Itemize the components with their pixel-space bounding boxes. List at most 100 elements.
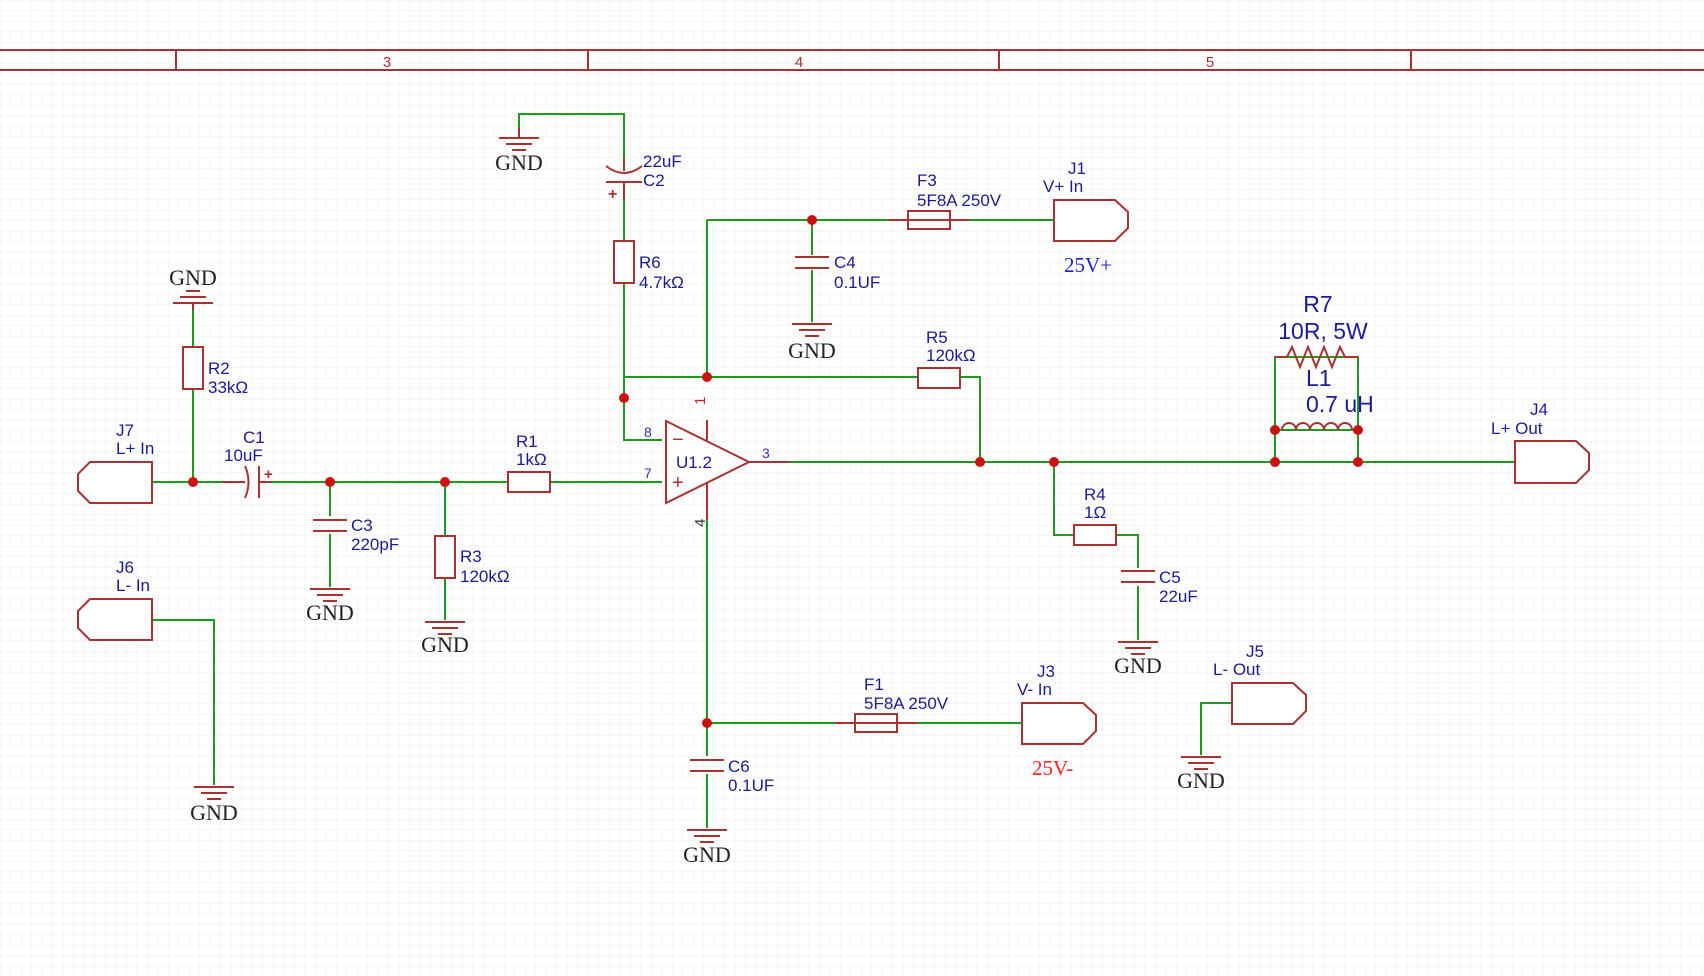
junction-dot <box>1270 425 1280 435</box>
junction-dot <box>1270 457 1280 467</box>
ground-label: GND <box>1177 768 1225 793</box>
u1-pin-noninv: 7 <box>644 465 652 481</box>
c3-value: 220pF <box>351 535 399 554</box>
connector-j4[interactable]: J4 L+ Out <box>1491 400 1590 484</box>
capacitor-c6[interactable]: C6 0.1UF <box>690 757 774 795</box>
capacitor-c1[interactable]: + C1 10uF <box>222 428 273 499</box>
ground-label: GND <box>190 800 238 825</box>
l1-ref: L1 <box>1306 365 1332 391</box>
resistor-r6[interactable]: R6 4.7kΩ <box>613 240 684 292</box>
connector-j7[interactable]: J7 L+ In <box>77 421 154 504</box>
connector-j5[interactable]: J5 L- Out <box>1213 642 1307 725</box>
junction-dot <box>440 477 450 487</box>
j1-value: V+ In <box>1043 177 1083 196</box>
r7-ref: R7 <box>1303 291 1332 317</box>
c5-ref: C5 <box>1159 568 1181 587</box>
ground-label: GND <box>683 842 731 867</box>
f1-ref: F1 <box>864 675 884 694</box>
r2-value: 33kΩ <box>208 378 248 397</box>
ground-label: GND <box>169 265 217 290</box>
resistor-r2[interactable]: R2 33kΩ <box>182 346 248 397</box>
j1-rail: 25V+ <box>1064 253 1112 277</box>
frame-column-3: 3 <box>383 54 391 71</box>
ground-icon: GND <box>788 323 836 363</box>
connector-j3[interactable]: J3 V- In 25V- <box>1017 662 1097 780</box>
fuse-f3[interactable]: F3 5F8A 250V <box>888 171 1002 230</box>
opamp-inv-symbol: − <box>672 429 684 451</box>
capacitor-c5[interactable]: C5 22uF <box>1121 568 1198 606</box>
r7-value: 10R, 5W <box>1278 318 1368 344</box>
capacitor-c3[interactable]: C3 220pF <box>313 516 399 554</box>
c1-ref: C1 <box>243 428 265 447</box>
u1-ref: U1.2 <box>676 453 712 472</box>
junction-dot <box>619 393 629 403</box>
ground-label: GND <box>1114 653 1162 678</box>
junctions <box>188 215 1363 728</box>
r3-value: 120kΩ <box>460 567 510 586</box>
r1-ref: R1 <box>516 432 538 451</box>
c6-value: 0.1UF <box>728 776 774 795</box>
j6-ref: J6 <box>116 558 134 577</box>
r1-value: 1kΩ <box>516 450 547 469</box>
r6-ref: R6 <box>639 253 661 272</box>
r2-ref: R2 <box>208 359 230 378</box>
c6-ref: C6 <box>728 757 750 776</box>
ground-label: GND <box>495 150 543 175</box>
resistor-r7[interactable]: R7 10R, 5W <box>1275 291 1368 370</box>
junction-dot <box>702 718 712 728</box>
r4-ref: R4 <box>1084 485 1106 504</box>
ground-symbols: GND GND GND GND GND GND GND GND <box>169 128 1225 867</box>
svg-text:+: + <box>608 186 617 203</box>
c2-value: 22uF <box>643 152 682 171</box>
ground-label: GND <box>421 632 469 657</box>
junction-dot <box>975 457 985 467</box>
junction-dot <box>188 477 198 487</box>
capacitor-c2[interactable]: + 22uF C2 <box>605 152 682 203</box>
ground-icon: GND <box>421 621 469 657</box>
j3-rail: 25V- <box>1032 756 1073 780</box>
r3-ref: R3 <box>460 547 482 566</box>
junction-dot <box>807 215 817 225</box>
ground-icon: GND <box>495 128 543 175</box>
j4-ref: J4 <box>1530 400 1548 419</box>
c4-value: 0.1UF <box>834 273 880 292</box>
c5-value: 22uF <box>1159 587 1198 606</box>
r4-value: 1Ω <box>1084 503 1106 522</box>
junction-dot <box>1353 457 1363 467</box>
r5-value: 120kΩ <box>926 346 976 365</box>
resistor-r3[interactable]: R3 120kΩ <box>434 535 510 586</box>
f3-value: 5F8A 250V <box>917 191 1002 210</box>
resistor-r1[interactable]: R1 1kΩ <box>507 432 551 493</box>
resistor-r5[interactable]: R5 120kΩ <box>917 328 976 389</box>
j1-ref: J1 <box>1068 159 1086 178</box>
ground-label: GND <box>306 600 354 625</box>
resistor-r4[interactable]: R4 1Ω <box>1073 485 1117 546</box>
ground-icon: GND <box>1114 641 1162 678</box>
ground-icon: GND <box>1177 756 1225 793</box>
u1-pin-inv: 8 <box>644 424 652 440</box>
capacitor-c4[interactable]: C4 0.1UF <box>795 253 880 292</box>
junction-dot <box>1049 457 1059 467</box>
j3-value: V- In <box>1017 680 1052 699</box>
connector-j6[interactable]: J6 L- In <box>77 558 153 641</box>
fuse-f1[interactable]: F1 5F8A 250V <box>835 675 949 733</box>
u1-pin-vneg: 4 <box>692 519 709 527</box>
r5-ref: R5 <box>926 328 948 347</box>
j4-value: L+ Out <box>1491 419 1543 438</box>
inductor-l1[interactable]: L1 0.7 uH <box>1281 365 1374 431</box>
c3-ref: C3 <box>351 516 373 535</box>
connector-j1[interactable]: J1 V+ In 25V+ <box>1043 159 1129 277</box>
u1-pin-out: 3 <box>762 445 770 461</box>
j7-value: L+ In <box>116 439 154 458</box>
sheet-frame: 3 4 5 <box>0 49 1704 71</box>
r6-value: 4.7kΩ <box>639 273 684 292</box>
opamp-u1[interactable]: − + U1.2 8 7 3 1 4 <box>644 397 790 527</box>
ground-icon: GND <box>306 588 354 625</box>
svg-text:+: + <box>264 466 273 483</box>
j3-ref: J3 <box>1037 662 1055 681</box>
j6-value: L- In <box>116 576 150 595</box>
j7-ref: J7 <box>116 421 134 440</box>
ground-icon: GND <box>190 786 238 825</box>
